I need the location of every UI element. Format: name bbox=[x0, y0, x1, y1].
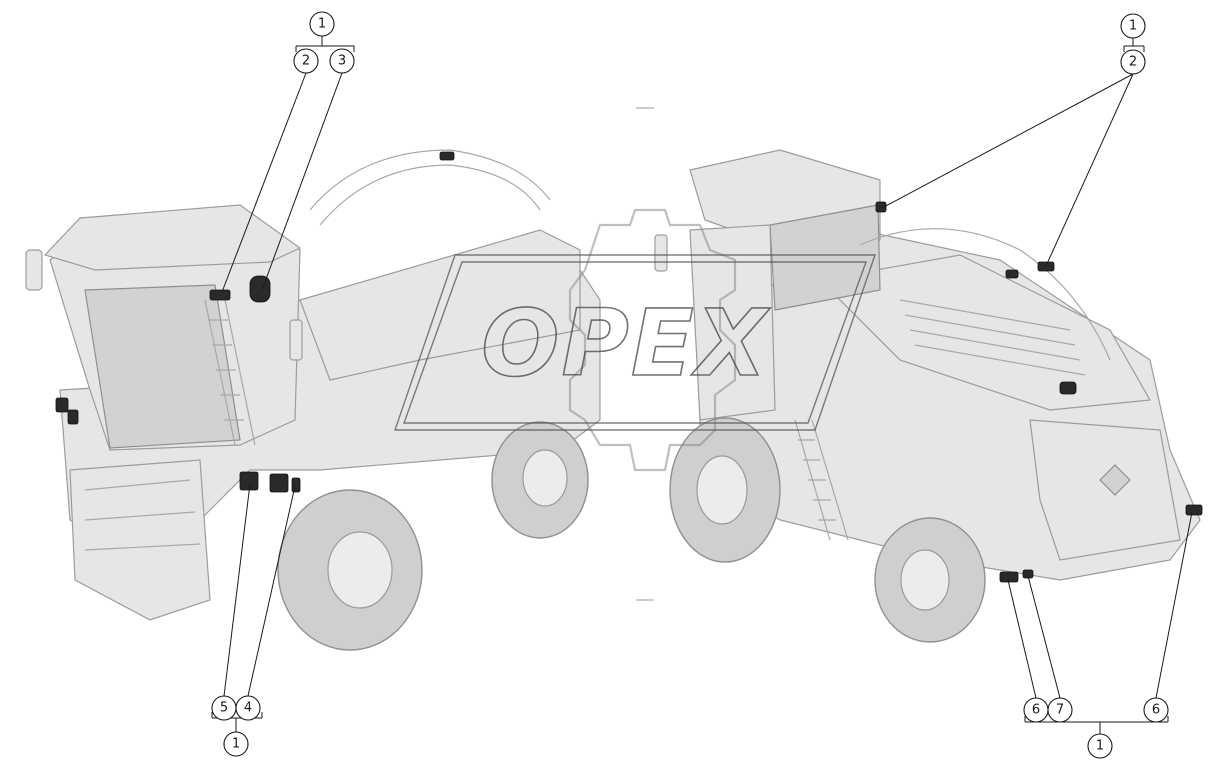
right-leader-2b bbox=[1045, 73, 1134, 267]
left-callout-5: 5 bbox=[211, 695, 237, 721]
right-leader-2a bbox=[881, 73, 1134, 209]
left-part-4a bbox=[269, 473, 289, 493]
svg-text:3: 3 bbox=[338, 54, 346, 69]
svg-text:6: 6 bbox=[1032, 703, 1040, 718]
left-harvester-illustration bbox=[25, 149, 601, 651]
right-bracket-top bbox=[1123, 38, 1145, 52]
opex-watermark: OPEX bbox=[394, 208, 876, 472]
left-callout-2: 2 bbox=[293, 48, 319, 74]
left-part-cab-light-b bbox=[67, 409, 79, 425]
right-callout-top-group: 1 bbox=[1120, 13, 1146, 39]
right-leader-6b bbox=[1155, 511, 1193, 699]
right-callouts: 1 2 6 7 6 1 bbox=[881, 13, 1193, 759]
right-bracket-bottom bbox=[1024, 716, 1169, 734]
svg-text:1: 1 bbox=[318, 17, 326, 32]
left-leader-3 bbox=[261, 72, 343, 291]
left-part-2 bbox=[209, 289, 231, 301]
svg-text:1: 1 bbox=[232, 737, 240, 752]
right-part-7 bbox=[1022, 569, 1034, 579]
left-part-5 bbox=[239, 471, 259, 491]
watermark-brand: OPEX bbox=[481, 290, 770, 397]
left-part-4b bbox=[291, 477, 301, 493]
svg-text:6: 6 bbox=[1152, 703, 1160, 718]
right-callout-6b: 6 bbox=[1143, 697, 1169, 723]
svg-text:2: 2 bbox=[1129, 55, 1137, 70]
svg-text:1: 1 bbox=[1129, 19, 1137, 34]
right-part-2a bbox=[875, 201, 887, 213]
left-part-3 bbox=[249, 275, 271, 303]
left-callout-4: 4 bbox=[235, 695, 261, 721]
svg-text:1: 1 bbox=[1096, 739, 1104, 754]
right-harvester-illustration bbox=[654, 149, 1203, 643]
left-leader-2 bbox=[221, 72, 307, 293]
right-callout-bottom-group: 1 bbox=[1087, 733, 1113, 759]
left-callout-bottom-group: 1 bbox=[223, 731, 249, 757]
left-part-cab-light-a bbox=[55, 397, 69, 413]
svg-text:4: 4 bbox=[244, 701, 252, 716]
svg-text:7: 7 bbox=[1056, 703, 1064, 718]
right-part-6b bbox=[1185, 504, 1203, 516]
left-callout-top-group: 1 bbox=[309, 11, 335, 37]
right-callout-2: 2 bbox=[1120, 49, 1146, 75]
svg-text:2: 2 bbox=[302, 54, 310, 69]
right-callout-6a: 6 bbox=[1023, 697, 1049, 723]
right-callout-7: 7 bbox=[1047, 697, 1073, 723]
left-callouts: 1 2 3 5 4 1 bbox=[211, 11, 355, 757]
right-part-6a bbox=[999, 571, 1019, 583]
left-bracket-bottom bbox=[211, 712, 263, 732]
left-part-spout-light bbox=[439, 151, 455, 161]
right-leader-7 bbox=[1027, 575, 1061, 699]
right-leader-6a bbox=[1007, 579, 1037, 699]
right-part-rear-light bbox=[1059, 381, 1077, 395]
left-bracket-top bbox=[295, 36, 355, 52]
right-part-2b bbox=[1037, 261, 1055, 272]
left-callout-3: 3 bbox=[329, 48, 355, 74]
right-part-2c bbox=[1005, 269, 1019, 279]
svg-text:5: 5 bbox=[220, 701, 228, 716]
left-leader-4 bbox=[247, 485, 296, 697]
left-leader-5 bbox=[223, 483, 251, 697]
